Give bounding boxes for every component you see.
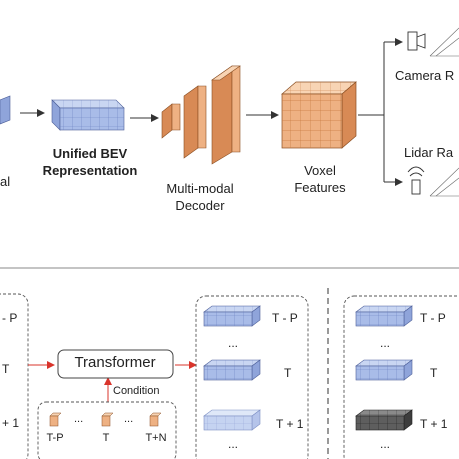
- lidar-label: Lidar Ra: [404, 145, 454, 160]
- middle-slab-t-minus-p: [203, 305, 261, 327]
- branch-connector: [358, 38, 403, 186]
- voxel-label-line1: Voxel: [304, 163, 336, 178]
- right-dashed-panel: [343, 295, 459, 459]
- middle-dashed-panel: [195, 295, 309, 459]
- right-ellipsis-2: ...: [380, 437, 391, 451]
- condition-label-t: T: [102, 432, 110, 444]
- condition-ellipsis-2: ...: [124, 413, 134, 425]
- middle-label-t: T: [284, 366, 292, 380]
- middle-ellipsis-1: ...: [228, 336, 239, 350]
- middle-label-t-minus-p: T - P: [272, 311, 298, 325]
- transformer-box: [57, 349, 174, 379]
- right-slab-t-minus-p: [355, 305, 413, 327]
- transformer-label: Transformer: [74, 354, 156, 371]
- camera-icon: [407, 27, 459, 57]
- voxel-label-line2: Features: [294, 180, 346, 195]
- condition-ellipsis-1: ...: [74, 413, 84, 425]
- condition-label-t-minus-p: T-P: [46, 432, 64, 444]
- left-partial-label: al: [0, 174, 11, 189]
- right-label-t-minus-p: T - P: [420, 311, 446, 325]
- middle-slab-t: [203, 359, 261, 381]
- condition-cube-t-plus-n: [149, 412, 162, 427]
- left-label-t: T: [2, 362, 10, 376]
- lidar-icon: [407, 166, 459, 197]
- bev-representation-block: [51, 99, 125, 131]
- condition-cube-t: [101, 412, 114, 427]
- condition-label: Condition: [113, 385, 160, 397]
- left-dashed-panel: [0, 293, 29, 459]
- middle-ellipsis-2: ...: [228, 437, 239, 451]
- decoder-label-line2: Decoder: [175, 198, 225, 213]
- right-slab-t: [355, 359, 413, 381]
- middle-label-t-plus-1: T + 1: [276, 417, 304, 431]
- middle-slab-t-plus-1: [203, 409, 261, 431]
- left-label-t-plus-1: + 1: [2, 416, 20, 430]
- condition-cube-t-minus-p: [49, 412, 62, 427]
- multimodal-decoder-block: [161, 65, 241, 165]
- left-label-t-minus-p: - P: [2, 311, 18, 325]
- right-label-t: T: [430, 366, 438, 380]
- decoder-label-line1: Multi-modal: [166, 181, 234, 196]
- condition-dashed-panel: [37, 401, 177, 459]
- condition-label-t-plus-n: T+N: [145, 432, 167, 444]
- bev-label-line2: Representation: [42, 163, 138, 178]
- bev-label-line1: Unified BEV: [52, 146, 128, 161]
- left-partial-block: [0, 95, 11, 125]
- right-ellipsis-1: ...: [380, 336, 391, 350]
- voxel-features-cube: [281, 81, 357, 149]
- camera-label: Camera R: [395, 68, 455, 83]
- right-label-t-plus-1: T + 1: [420, 417, 448, 431]
- right-slab-t-plus-1: [355, 409, 413, 431]
